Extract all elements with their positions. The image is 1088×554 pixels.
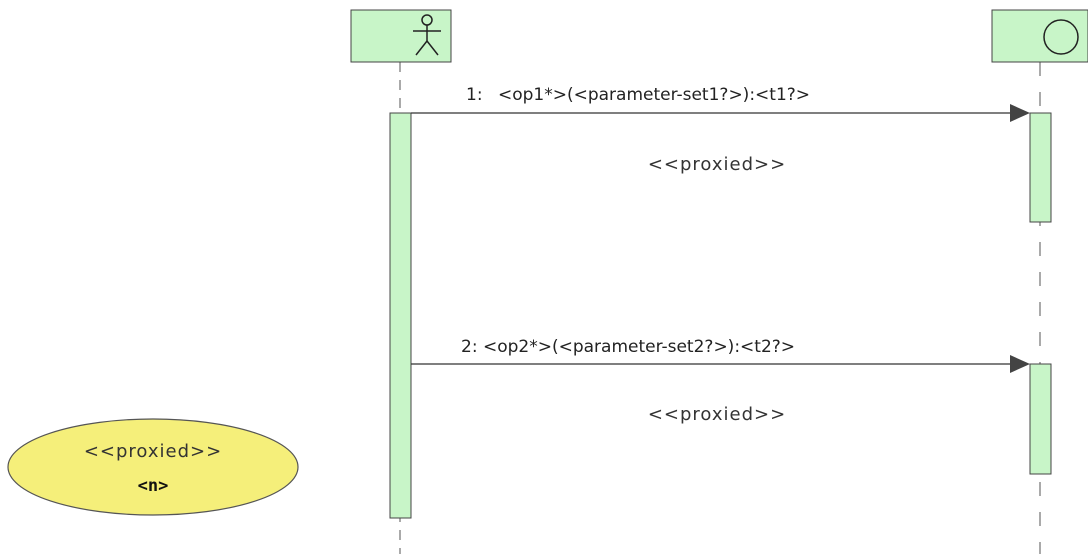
- activation-bar-right-1: [1029, 112, 1052, 223]
- message-1-text: <op1*>(<parameter-set1?>):<t1?>: [498, 85, 810, 105]
- message-2-stereotype: <<proxied>>: [648, 404, 786, 425]
- message-2-number: 2:: [461, 337, 478, 357]
- actor-icon: [413, 14, 441, 56]
- message-1-label: 1: <op1*>(<parameter-set1?>):<t1?>: [466, 85, 810, 105]
- activation-bar-left: [389, 112, 412, 519]
- right-lifeline-head: [991, 9, 1088, 63]
- ellipse-stereotype: <<proxied>>: [84, 441, 222, 462]
- entity-circle-icon: [1043, 19, 1079, 55]
- message-1-number: 1:: [466, 85, 483, 105]
- message-1-arrow: [411, 104, 1030, 122]
- arrowhead-icon: [1010, 104, 1030, 122]
- arrowhead-icon: [1010, 355, 1030, 373]
- message-2-arrow: [411, 355, 1030, 373]
- ellipse-name: <n>: [138, 476, 169, 496]
- message-2-label: 2: <op2*>(<parameter-set2?>):<t2?>: [461, 337, 795, 357]
- activation-bar-right-2: [1029, 363, 1052, 475]
- message-1-stereotype: <<proxied>>: [648, 154, 786, 175]
- proxied-ellipse: <<proxied>> <n>: [7, 418, 299, 516]
- message-2-text: <op2*>(<parameter-set2?>):<t2?>: [483, 337, 795, 357]
- left-lifeline-head: [350, 9, 452, 63]
